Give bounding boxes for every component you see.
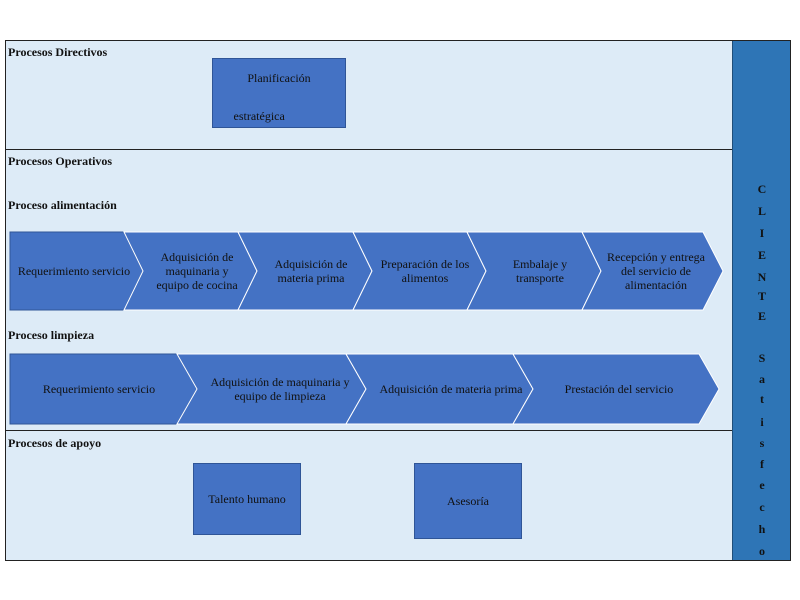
alimentacion-step-2: Adquisición de maquinaria y equipo de co… — [156, 250, 238, 292]
client-letter: f — [760, 457, 764, 471]
limpieza-step-3: Adquisición de materia prima — [379, 382, 523, 396]
client-letter: T — [757, 289, 766, 303]
section-title-limpieza: Proceso limpieza — [8, 328, 95, 342]
client-letter: N — [757, 270, 767, 284]
client-letter: c — [759, 500, 765, 514]
client-letter: i — [760, 415, 764, 429]
planificacion-box: Planificación estratégica — [212, 58, 346, 128]
client-letter: E — [757, 309, 766, 323]
client-letter: S — [758, 351, 766, 365]
client-letter: E — [757, 248, 766, 262]
limpieza-step-4: Prestación del servicio — [564, 382, 674, 396]
client-letter: t — [760, 392, 764, 406]
client-letter: a — [759, 372, 765, 386]
client-letter: o — [759, 544, 765, 558]
client-letter: L — [757, 204, 766, 218]
client-letter: C — [757, 182, 767, 196]
client-letter: e — [759, 478, 765, 492]
limpieza-chain — [9, 353, 720, 425]
client-letter: h — [758, 522, 766, 536]
section-title-apoyo: Procesos de apoyo — [8, 436, 102, 450]
section-directivos: Procesos Directivos — [6, 41, 732, 150]
limpieza-step-2: Adquisición de maquinaria y equipo de li… — [210, 375, 350, 403]
planificacion-line2: estratégica — [233, 109, 285, 123]
alimentacion-step-1: Requerimiento servicio — [17, 264, 131, 278]
alimentacion-step-5: Embalaje y transporte — [512, 257, 568, 285]
section-title-operativos: Procesos Operativos — [8, 154, 113, 168]
section-title-directivos: Procesos Directivos — [8, 45, 108, 59]
alimentacion-chain — [9, 231, 724, 311]
talento-humano-box: Talento humano — [193, 463, 301, 535]
client-letter: s — [759, 436, 765, 450]
client-letter: I — [759, 226, 765, 240]
alimentacion-step-4: Preparación de los alimentos — [380, 257, 470, 285]
alimentacion-step-6: Recepción y entrega del servicio de alim… — [607, 250, 705, 292]
asesoria-box: Asesoría — [414, 463, 522, 539]
section-title-alimentacion: Proceso alimentación — [8, 198, 117, 212]
alimentacion-step-6-shape — [581, 231, 724, 311]
limpieza-step-1: Requerimiento servicio — [42, 382, 156, 396]
cliente-satisfecho-column: C L I E N T E S a t i s f e c h o — [732, 41, 790, 560]
section-apoyo: Procesos de apoyo — [6, 432, 732, 560]
planificacion-line1: Planificación — [247, 71, 311, 85]
alimentacion-step-3: Adquisición de materia prima — [274, 257, 348, 285]
limpieza-step-4-shape — [512, 353, 720, 425]
